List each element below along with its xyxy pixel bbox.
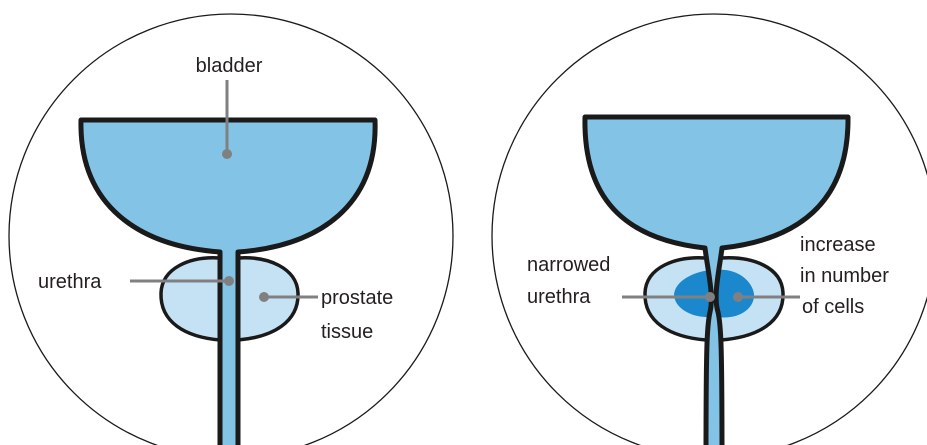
label-narrowed-line2: urethra [527,286,591,308]
prostate-leader-dot [259,292,269,302]
cells-leader-dot [733,292,743,302]
label-prostate-line1: prostate [321,287,393,309]
urethra-leader-dot [224,276,234,286]
narrowed-urethra-leader-dot [705,292,715,302]
prostate-lobe-left [161,258,220,340]
left-panel: bladder urethra prostate tissue [9,14,453,445]
label-urethra: urethra [38,271,102,293]
label-increase-line1: increase [800,234,876,256]
right-panel: narrowed urethra increase in number of c… [492,14,927,445]
label-prostate-line2: tissue [321,321,373,343]
label-bladder: bladder [196,55,263,77]
label-increase-line3: of cells [802,296,864,318]
label-increase-line2: in number [800,265,889,287]
bladder-leader-dot [222,149,232,159]
label-narrowed-line1: narrowed [527,254,610,276]
